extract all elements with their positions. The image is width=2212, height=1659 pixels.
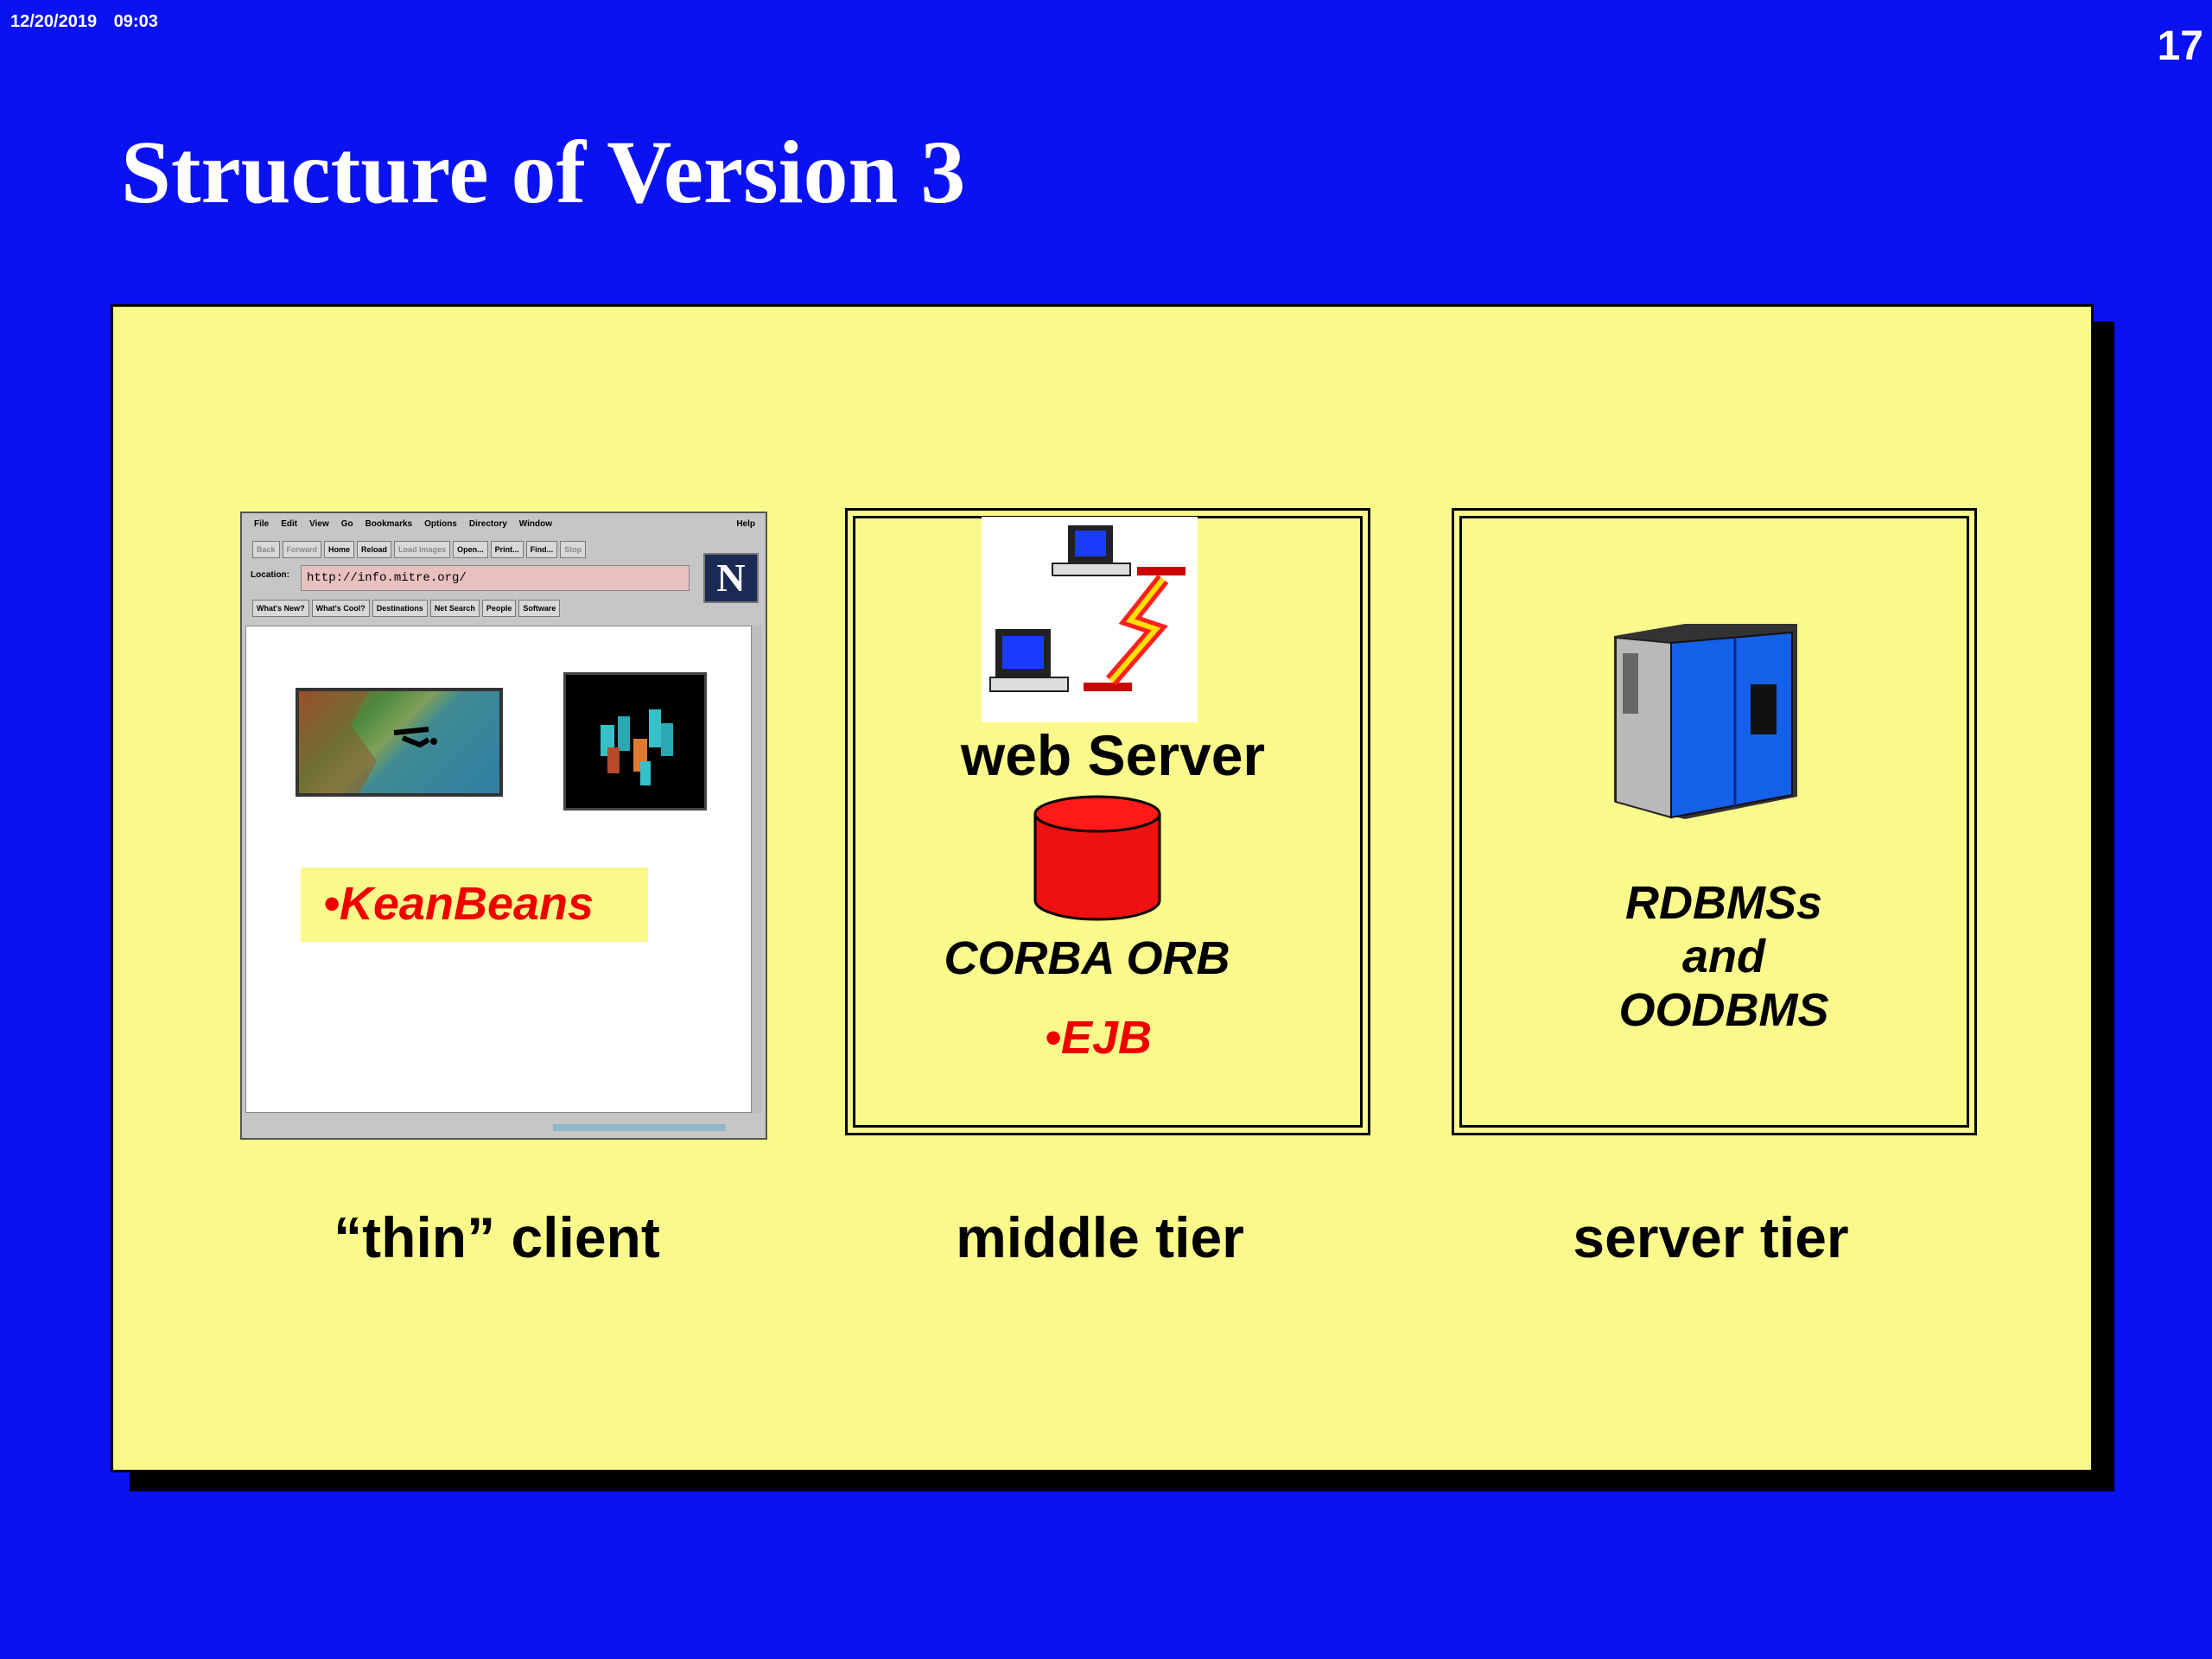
server-tier-caption: server tier <box>1573 1205 1849 1269</box>
thin-client-caption: “thin” client <box>334 1205 660 1269</box>
toolbar-forward: Forward <box>282 541 322 558</box>
terrain-map-image <box>296 688 503 797</box>
dir-whats-new: What's New? <box>252 600 309 617</box>
toolbar-print: Print... <box>490 541 524 558</box>
db-line-1: RDBMSs <box>1624 877 1823 929</box>
slide-title: Structure of Version 3 <box>121 123 966 222</box>
dir-people: People <box>481 600 517 617</box>
keanbeans-label: •KeanBeans <box>323 877 594 931</box>
menu-options: Options <box>424 518 457 529</box>
toolbar-home: Home <box>324 541 355 558</box>
toolbar-open: Open... <box>453 541 488 558</box>
toolbar-reload: Reload <box>357 541 392 558</box>
menu-file: File <box>254 518 270 529</box>
browser-scrollbar <box>752 626 762 1113</box>
toolbar-find: Find... <box>525 541 558 558</box>
server-tier-box <box>1452 508 1977 1135</box>
middle-tier-caption: middle tier <box>956 1205 1244 1269</box>
ejb-bullet: • <box>1045 1012 1061 1064</box>
slide-number: 17 <box>2157 23 2203 69</box>
menu-view: View <box>309 518 329 529</box>
browser-window-image: File Edit View Go Bookmarks Options Dire… <box>240 512 767 1140</box>
menu-edit: Edit <box>281 518 298 529</box>
network-computers-icon <box>982 517 1198 722</box>
toolbar-stop: Stop <box>560 541 587 558</box>
date-text: 12/20/2019 <box>10 12 98 31</box>
database-cylinder-icon <box>1032 793 1163 923</box>
browser-menubar: File Edit View Go Bookmarks Options Dire… <box>242 513 766 534</box>
menu-window: Window <box>518 518 553 529</box>
ejb-label: •EJB <box>845 1011 1351 1065</box>
timestamp: 12/20/2019 09:03 <box>10 12 158 32</box>
time-text: 09:03 <box>113 12 158 31</box>
location-label: Location: <box>251 570 289 580</box>
dir-whats-cool: What's Cool? <box>311 600 370 617</box>
dir-software: Software <box>518 600 561 617</box>
location-field: http://info.mitre.org/ <box>301 565 690 591</box>
3d-shapes-image <box>563 672 707 810</box>
menu-help: Help <box>736 518 755 529</box>
browser-toolbar: Back Forward Home Reload Load Images Ope… <box>252 541 587 558</box>
db-line-3: OODBMS <box>1618 984 1829 1036</box>
browser-statusbar <box>242 1117 766 1138</box>
keanbeans-highlight <box>301 868 648 942</box>
dir-net-search: Net Search <box>429 600 480 617</box>
directory-buttons: What's New? What's Cool? Destinations Ne… <box>252 600 561 617</box>
dir-destinations: Destinations <box>372 600 428 617</box>
keanbeans-bullet: • <box>323 878 340 930</box>
corba-orb-label: CORBA ORB <box>944 932 1230 984</box>
ejb-text: EJB <box>1060 1012 1152 1064</box>
menu-directory: Directory <box>468 518 507 529</box>
web-server-label: web Server <box>960 723 1266 787</box>
menu-go: Go <box>340 518 353 529</box>
menu-bookmarks: Bookmarks <box>365 518 413 529</box>
database-systems-label: RDBMSs and OODBMS <box>1452 876 1996 1037</box>
netscape-logo: N <box>703 553 759 603</box>
server-cabinet-icon <box>1614 624 1797 819</box>
toolbar-back: Back <box>252 541 280 558</box>
toolbar-load-images: Load Images <box>394 541 451 558</box>
keanbeans-text: KeanBeans <box>339 878 594 930</box>
db-line-2: and <box>1681 931 1765 982</box>
